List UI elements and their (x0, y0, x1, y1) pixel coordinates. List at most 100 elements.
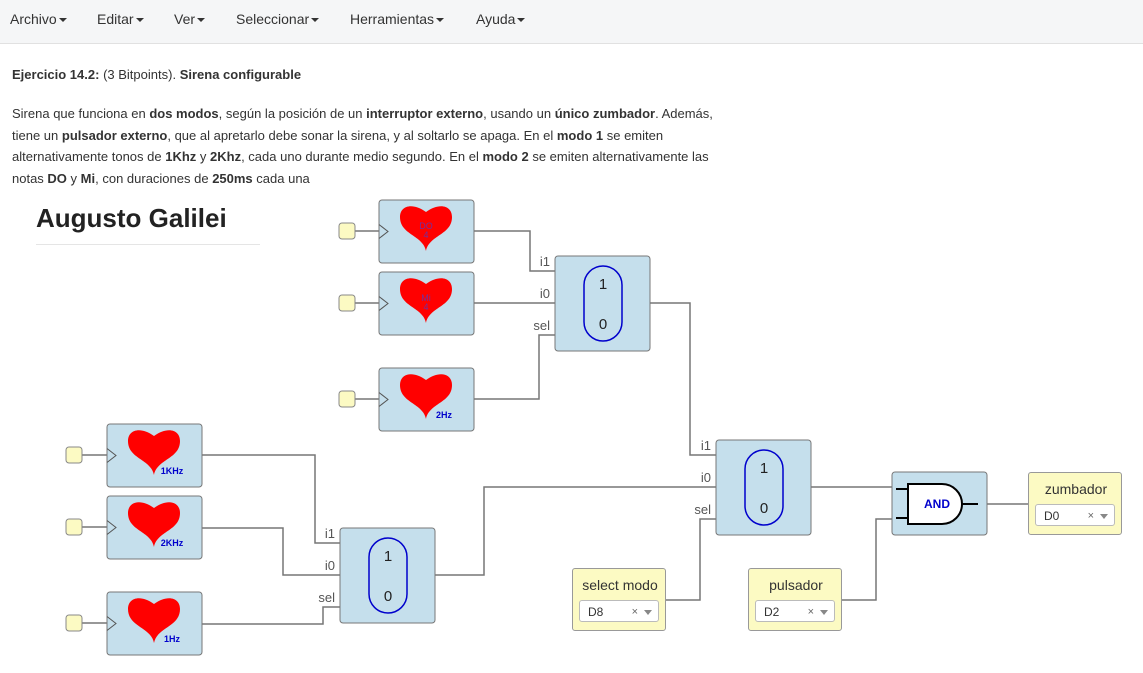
pin-select[interactable]: D8 × (579, 600, 659, 622)
menu-archivo-label: Archivo (10, 11, 57, 27)
description-segment: modo 2 (482, 149, 529, 165)
input-pin-button[interactable] (65, 446, 83, 464)
chevron-down-icon[interactable] (820, 610, 828, 615)
exercise-name: Sirena configurable (179, 67, 302, 82)
wire (842, 518, 892, 601)
exercise-title: Ejercicio 14.2: (12, 67, 100, 82)
caret-down-icon (311, 18, 320, 23)
mux-value-0: 0 (599, 316, 607, 333)
mux-shape (583, 265, 623, 342)
wires (82, 230, 1028, 625)
pin-select[interactable]: D0× (1035, 504, 1115, 526)
caret-down-icon (135, 18, 144, 23)
mux-label-sel: sel (318, 590, 335, 605)
mux-value-0: 0 (384, 588, 392, 605)
heart-block[interactable]: 2Hz (378, 367, 475, 432)
heart-sub: 4 (423, 302, 428, 312)
block-frame (715, 439, 812, 536)
chevron-down-icon[interactable] (644, 610, 652, 615)
clock-triangle-icon (106, 520, 117, 535)
menu-herramientas[interactable]: Herramientas (350, 11, 445, 27)
clear-icon[interactable]: × (631, 606, 638, 618)
wire (666, 518, 716, 601)
description-segment: , usando un (483, 106, 555, 121)
pin-select-value: D2 (764, 605, 780, 619)
description-segment: y (196, 149, 211, 165)
and-gate[interactable]: AND (891, 471, 988, 536)
input-pin-button[interactable] (65, 614, 83, 632)
heart-block[interactable]: 1KHz (106, 423, 203, 488)
input-pin-button[interactable] (338, 390, 356, 408)
mux-value-1: 1 (599, 276, 607, 293)
menu-editar[interactable]: Editar (97, 11, 144, 27)
description-segment: DO (47, 170, 67, 186)
heart-block[interactable]: Mi4 (378, 271, 475, 336)
description-segment: único zumbador (554, 106, 656, 121)
caret-down-icon (58, 18, 67, 23)
menu-ver-label: Ver (174, 11, 196, 27)
description-segment: , según la posición de un (218, 106, 367, 121)
mux-label-i0: i0 (325, 558, 335, 573)
pin-select-value: D8 (588, 605, 604, 619)
description-segment: , que al apretarlo debe sonar la sirena,… (167, 127, 557, 143)
block-frame (554, 255, 651, 352)
student-name: Augusto Galilei (36, 203, 227, 233)
mux-label-i0: i0 (701, 470, 711, 485)
exercise-points: (3 Bitpoints). (103, 67, 177, 82)
chevron-down-icon[interactable] (1100, 514, 1108, 519)
heart-block[interactable]: 1Hz (106, 591, 203, 656)
block-frame (339, 527, 436, 624)
mux-shape (368, 537, 408, 614)
input-pin-button[interactable] (338, 222, 356, 240)
mux-label-i1: i1 (701, 438, 711, 453)
caret-down-icon (436, 18, 445, 23)
wire (202, 454, 340, 544)
input-pin-button[interactable] (338, 294, 356, 312)
menu-editar-label: Editar (97, 11, 134, 27)
divider (36, 244, 260, 245)
heart-block[interactable]: 2KHz (106, 495, 203, 560)
heart-label: 2Hz (436, 410, 453, 420)
wire (474, 230, 555, 272)
wire (202, 606, 340, 625)
menu-bar: Archivo Editar Ver Seleccionar Herramien… (0, 0, 1143, 44)
caret-down-icon (197, 18, 206, 23)
exercise-heading: Ejercicio 14.2: (3 Bitpoints). Sirena co… (12, 67, 301, 82)
description-segment: . Además, tiene un (12, 106, 713, 143)
mux-value-1: 1 (384, 548, 392, 565)
clock-triangle-icon (378, 392, 389, 407)
and-gate-label: AND (924, 497, 950, 511)
mux-label-sel: sel (694, 502, 711, 517)
heart-block[interactable]: DO4 (378, 199, 475, 264)
description-segment: se emiten alternativamente las notas (12, 149, 709, 186)
mux-label-sel: sel (533, 318, 550, 333)
clock-triangle-icon (106, 448, 117, 463)
description-segment: pulsador externo (61, 127, 168, 143)
heart-label: 2KHz (161, 538, 184, 548)
clock-triangle-icon (378, 296, 389, 311)
clear-icon[interactable]: × (1087, 510, 1094, 522)
mux-value-0: 0 (760, 500, 768, 517)
menu-seleccionar[interactable]: Seleccionar (236, 11, 320, 27)
description-segment: , con duraciones de (95, 170, 213, 186)
menu-archivo[interactable]: Archivo (10, 11, 67, 27)
description-segment: interruptor externo (366, 106, 484, 121)
menu-ver[interactable]: Ver (174, 11, 206, 27)
wire (650, 302, 716, 456)
pin-select[interactable]: D2 × (755, 600, 835, 622)
clear-icon[interactable]: × (807, 606, 814, 618)
input-pin-button[interactable] (65, 518, 83, 536)
wire (202, 527, 340, 576)
and-gate-icon (907, 483, 963, 525)
menu-seleccionar-label: Seleccionar (236, 11, 310, 27)
menu-ayuda[interactable]: Ayuda (476, 11, 526, 27)
description-segment: cada una (252, 170, 310, 186)
description-segment: 250ms (212, 170, 253, 186)
